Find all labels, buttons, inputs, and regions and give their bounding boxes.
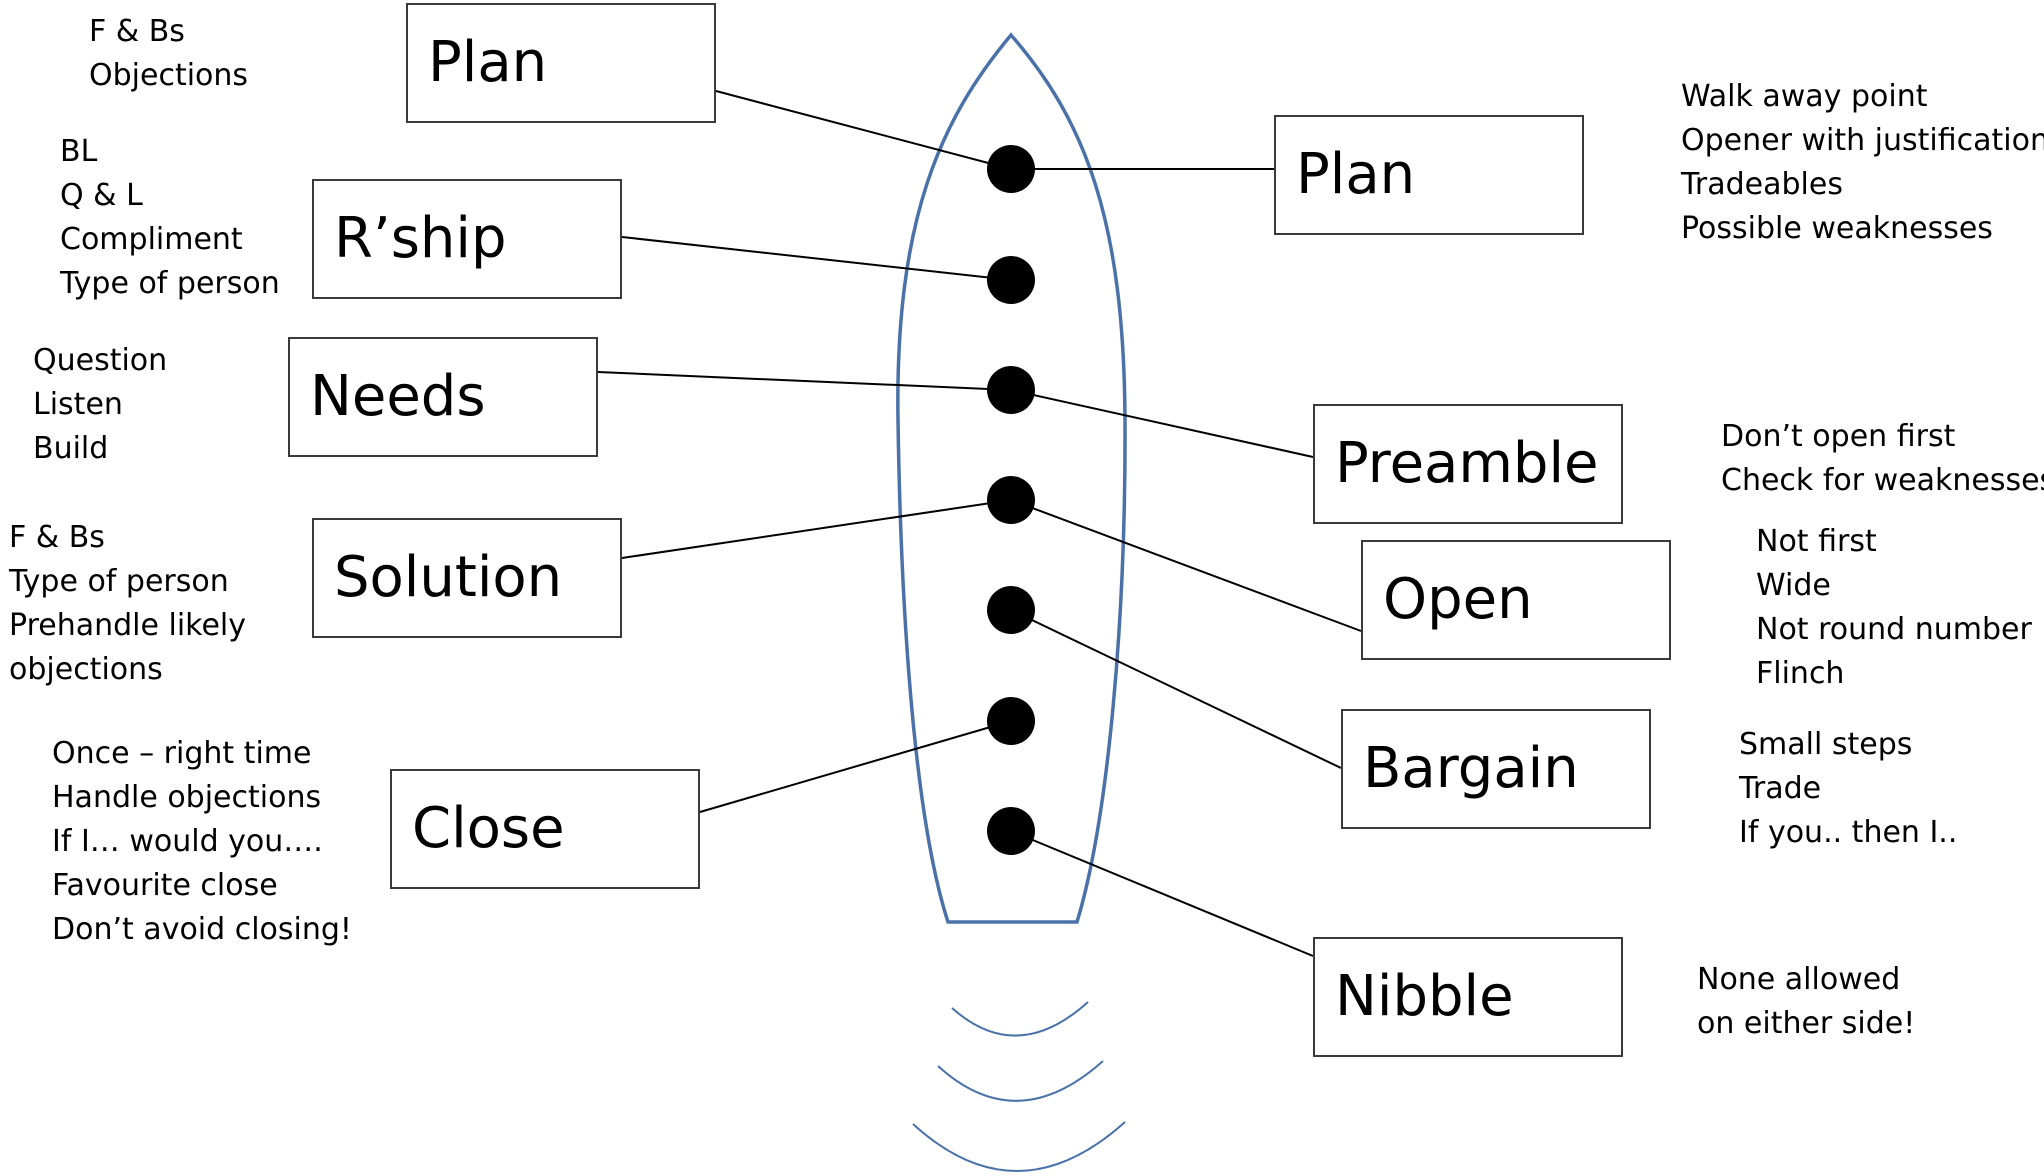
connector-right-open (1010, 499, 1362, 632)
note-line: Once – right time (52, 736, 312, 771)
note-line: on either side! (1697, 1006, 1916, 1041)
left-notes-rship: BL Q & L Compliment Type of person (60, 130, 280, 306)
left-step-label: R’ship (334, 206, 507, 271)
left-step-box-rship: R’ship (312, 179, 622, 299)
note-line: Check for weaknesses (1721, 463, 2044, 498)
wake-arc-2 (937, 1060, 1104, 1102)
left-step-box-close: Close (390, 769, 700, 889)
step-dot-2 (987, 256, 1035, 304)
wake-arc-1 (951, 1001, 1089, 1037)
connector-right-preamble (1010, 389, 1314, 458)
left-notes-plan: F & Bs Objections (89, 10, 248, 98)
note-line: Favourite close (52, 868, 278, 903)
left-step-label: Close (412, 796, 565, 861)
right-notes-preamble: Don’t open first Check for weaknesses (1721, 415, 2044, 503)
boat-hull (896, 32, 1127, 924)
step-dot-6 (987, 697, 1035, 745)
note-line: Prehandle likely (9, 608, 246, 643)
right-step-box-plan: Plan (1274, 115, 1584, 235)
note-line: Listen (33, 387, 123, 422)
note-line: Not round number (1756, 612, 2032, 647)
left-step-label: Solution (334, 545, 563, 610)
note-line: objections (9, 652, 163, 687)
step-dot-5 (987, 586, 1035, 634)
connector-left-solution (621, 499, 1012, 559)
step-dot-7 (987, 807, 1035, 855)
connector-left-needs (597, 371, 1012, 391)
note-line: Not first (1756, 524, 1877, 559)
left-notes-solution: F & Bs Type of person Prehandle likely o… (9, 516, 246, 692)
note-line: Small steps (1739, 727, 1913, 762)
note-line: Handle objections (52, 780, 322, 815)
note-line: Opener with justification (1681, 123, 2044, 158)
note-line: F & Bs (9, 520, 105, 555)
right-step-box-open: Open (1361, 540, 1671, 660)
connector-left-plan (715, 90, 1012, 170)
note-line: BL (60, 134, 98, 169)
right-notes-nibble: None allowed on either side! (1697, 958, 1915, 1046)
note-line: Q & L (60, 178, 143, 213)
right-step-box-nibble: Nibble (1313, 937, 1623, 1057)
left-step-box-solution: Solution (312, 518, 622, 638)
left-notes-needs: Question Listen Build (33, 339, 167, 471)
note-line: Type of person (60, 266, 280, 301)
left-step-box-needs: Needs (288, 337, 598, 457)
connector-right-nibble (1010, 830, 1314, 957)
note-line: Build (33, 431, 109, 466)
wake-arc-3 (912, 1121, 1126, 1172)
step-dot-3 (987, 366, 1035, 414)
note-line: Compliment (60, 222, 243, 257)
note-line: Walk away point (1681, 79, 1928, 114)
note-line: F & Bs (89, 14, 185, 49)
note-line: Possible weaknesses (1681, 211, 1993, 246)
note-line: Wide (1756, 568, 1831, 603)
note-line: Tradeables (1681, 167, 1843, 202)
note-line: If I… would you…. (52, 824, 323, 859)
right-step-label: Plan (1296, 142, 1416, 207)
right-step-label: Nibble (1335, 964, 1514, 1029)
note-line: Objections (89, 58, 249, 93)
right-step-box-preamble: Preamble (1313, 404, 1623, 524)
right-notes-bargain: Small steps Trade If you.. then I.. (1739, 723, 1957, 855)
right-notes-plan: Walk away point Opener with justificatio… (1681, 75, 2044, 251)
right-notes-open: Not first Wide Not round number Flinch (1756, 520, 2032, 696)
note-line: Trade (1739, 771, 1822, 806)
step-dot-1 (987, 145, 1035, 193)
connector-left-rship (621, 236, 1012, 281)
connector-left-close (699, 720, 1012, 813)
right-step-label: Preamble (1335, 431, 1599, 496)
left-notes-close: Once – right time Handle objections If I… (52, 732, 352, 952)
note-line: Question (33, 343, 168, 378)
note-line: Flinch (1756, 656, 1845, 691)
left-step-label: Needs (310, 364, 486, 429)
note-line: If you.. then I.. (1739, 815, 1958, 850)
note-line: Don’t avoid closing! (52, 912, 352, 947)
step-dot-4 (987, 476, 1035, 524)
right-step-box-bargain: Bargain (1341, 709, 1651, 829)
note-line: None allowed (1697, 962, 1901, 997)
right-step-label: Open (1383, 567, 1533, 632)
left-step-box-plan: Plan (406, 3, 716, 123)
right-step-label: Bargain (1363, 736, 1579, 801)
note-line: Don’t open first (1721, 419, 1956, 454)
connector-right-bargain (1010, 609, 1342, 769)
note-line: Type of person (9, 564, 229, 599)
left-step-label: Plan (428, 30, 548, 95)
